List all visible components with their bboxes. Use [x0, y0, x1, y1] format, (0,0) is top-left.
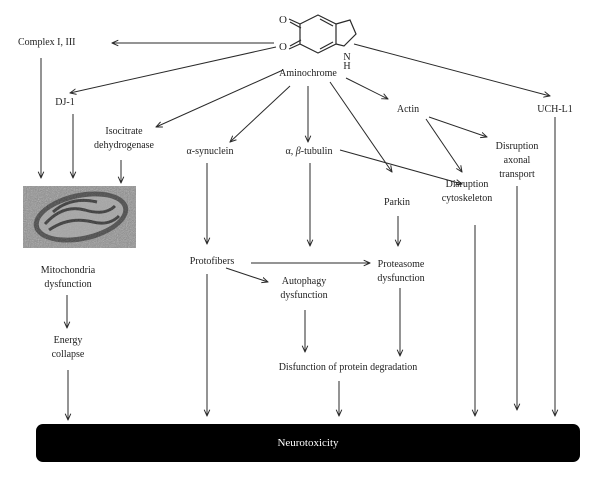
mitochondria-dysfunction-label: Mitochondria dysfunction	[30, 264, 106, 292]
autophagy-label: Autophagy dysfunction	[268, 275, 340, 303]
dj1-label: DJ-1	[55, 97, 75, 108]
axonal-line-1: Disruption	[495, 141, 539, 152]
energy-line-2: collapse	[51, 349, 85, 360]
axonal-transport-label: Disruption axonal transport	[487, 140, 547, 182]
protofibers-label: Protofibers	[189, 256, 235, 267]
autophagy-line-2: dysfunction	[280, 290, 328, 301]
isocitrate-line-2: dehydrogenase	[94, 140, 154, 151]
complex-label: Complex I, III	[18, 37, 76, 48]
arrow-aminochrome-uchl1	[353, 43, 550, 96]
autophagy-line-1: Autophagy	[281, 276, 327, 287]
arrow-aminochrome-synuclein	[230, 85, 291, 142]
proteasome-line-1: Proteasome	[377, 259, 425, 270]
arrow-aminochrome-parkin	[329, 81, 392, 172]
isocitrate-label: Isocitrate dehydrogenase	[92, 125, 156, 153]
mito-line-2: dysfunction	[44, 279, 92, 290]
five-membered-ring	[335, 19, 357, 47]
cyto-line-2: cytoskeleton	[441, 193, 493, 204]
axonal-line-3: transport	[499, 169, 535, 180]
arrow-actin-cyto	[425, 118, 462, 172]
neurotoxicity-bar: Neurotoxicity	[36, 424, 580, 462]
actin-label: Actin	[396, 104, 420, 115]
oxygen-bottom: O	[279, 41, 287, 53]
parkin-label: Parkin	[383, 197, 411, 208]
mito-line-1: Mitochondria	[40, 265, 96, 276]
tubulin-text: -tubulin	[300, 146, 333, 157]
synuclein-text: -synuclein	[191, 146, 234, 157]
energy-line-1: Energy	[53, 335, 83, 346]
arrow-protofibers-autophagy	[225, 267, 268, 282]
arrow-actin-axonal	[428, 116, 487, 137]
hydrogen: H	[343, 61, 350, 72]
cyto-line-1: Disruption	[445, 179, 489, 190]
axonal-line-2: axonal	[503, 155, 531, 166]
synuclein-label: α-synuclein	[178, 145, 242, 159]
arrow-aminochrome-dj1	[70, 46, 277, 93]
aminochrome-structure	[288, 14, 357, 54]
arrow-aminochrome-isocitrate	[156, 69, 284, 127]
isocitrate-line-1: Isocitrate	[105, 126, 143, 137]
tubulin-label: α, β-tubulin	[276, 145, 342, 159]
tubulin-beta: β	[295, 146, 301, 157]
six-membered-ring	[299, 14, 337, 54]
uchl1-label: UCH-L1	[537, 104, 573, 115]
tubulin-separator: ,	[290, 146, 296, 157]
arrow-tubulin-cyto	[339, 149, 462, 184]
arrow-aminochrome-actin	[345, 77, 388, 99]
energy-collapse-label: Energy collapse	[42, 334, 94, 362]
proteasome-label: Proteasome dysfunction	[366, 258, 436, 286]
arrows	[41, 43, 555, 420]
aminochrome-label: Aminochrome	[279, 68, 337, 79]
protein-degradation-label: Disfunction of protein degradation	[278, 362, 418, 373]
neurotoxicity-label: Neurotoxicity	[277, 437, 339, 449]
synuclein-greek: α	[186, 146, 192, 157]
proteasome-line-2: dysfunction	[377, 273, 425, 284]
cytoskeleton-label: Disruption cytoskeleton	[431, 178, 503, 206]
tubulin-alpha: α	[285, 146, 291, 157]
nitrogen: N	[343, 52, 350, 63]
oxygen-top: O	[279, 14, 287, 26]
mitochondria-micrograph	[23, 186, 136, 248]
